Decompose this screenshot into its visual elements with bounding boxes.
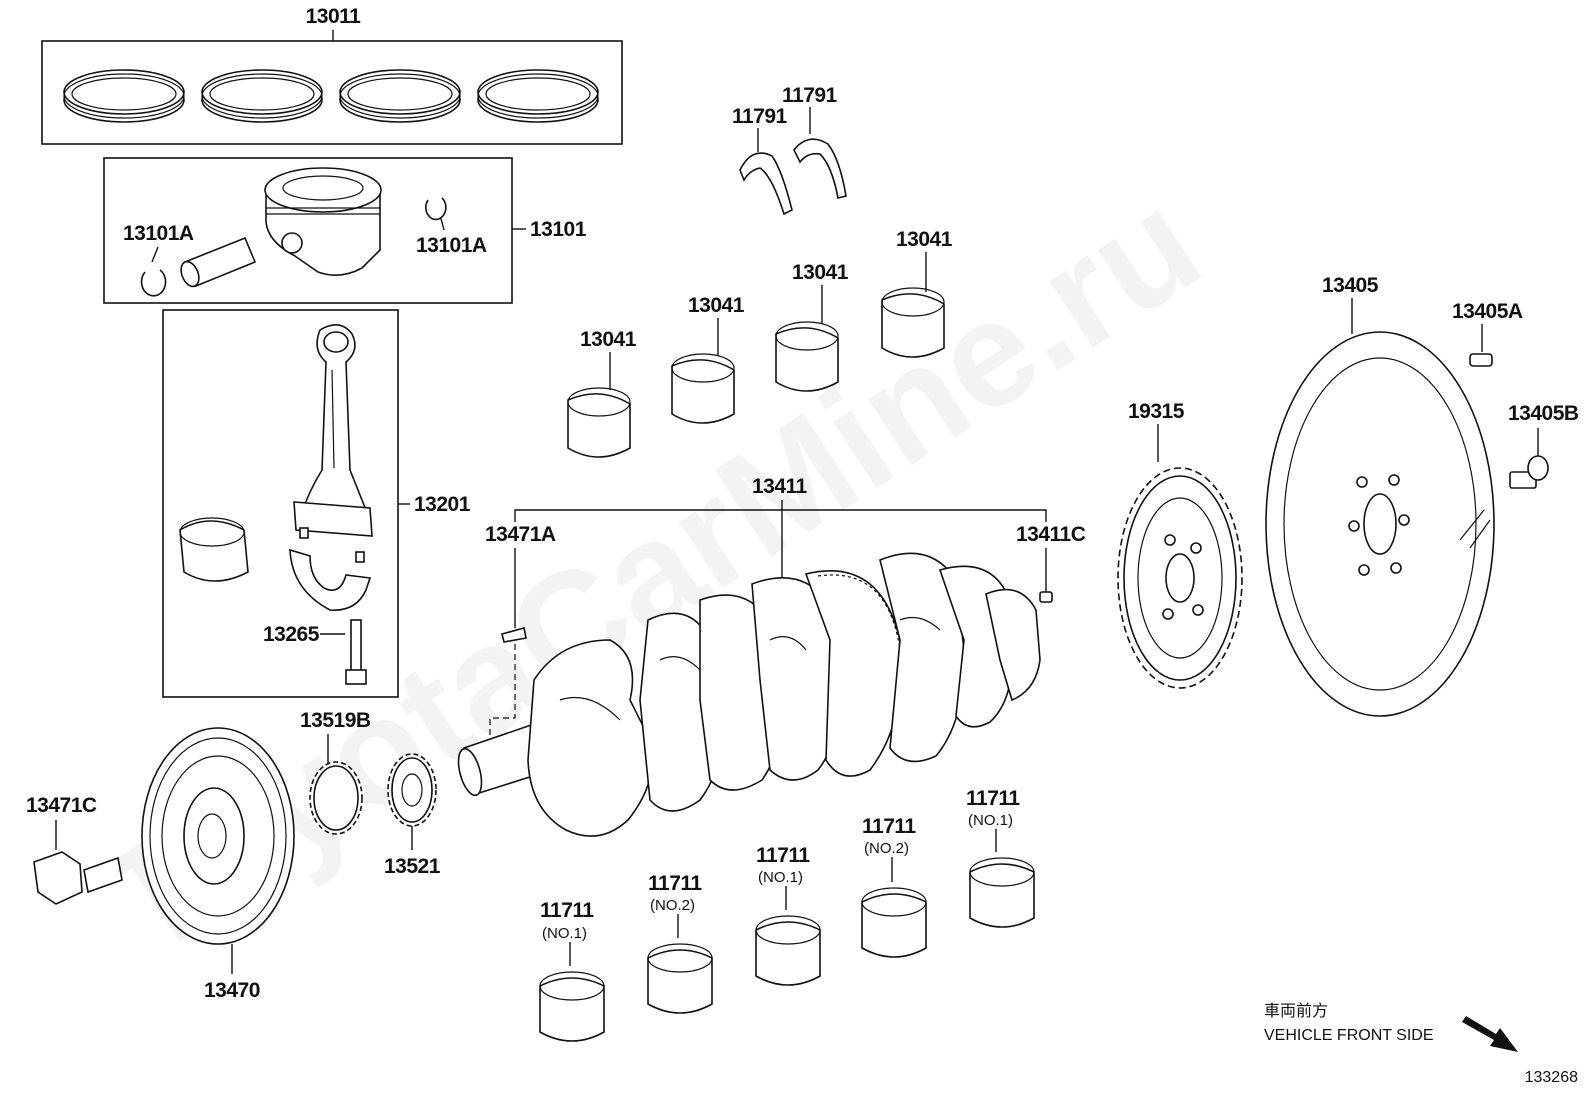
label-13101a-left: 13101A [123, 222, 194, 245]
label-13521: 13521 [384, 855, 441, 878]
thrust-washer-b-icon[interactable] [793, 138, 847, 199]
sublabel-no1-b: (NO.1) [758, 869, 803, 886]
lower-main-bearing-4-icon[interactable] [861, 887, 927, 958]
sublabel-no2-a: (NO.2) [650, 897, 695, 914]
direction-japanese: 車両前方 [1264, 1002, 1328, 1020]
piston-rings-box [41, 40, 623, 145]
label-13411c: 13411C [1016, 523, 1086, 546]
sublabel-no1-a: (NO.1) [542, 925, 587, 942]
piston-ring-set-icon[interactable] [63, 69, 599, 123]
main-bearing-3-icon[interactable] [775, 321, 839, 392]
dowel-pin-icon[interactable] [1469, 353, 1493, 367]
pulley-bolt-icon[interactable] [33, 851, 123, 905]
label-11711-3: 11711 [756, 844, 810, 867]
snap-ring-left-icon[interactable] [140, 269, 167, 297]
lower-main-bearing-1-icon[interactable] [539, 971, 605, 1042]
label-13265: 13265 [263, 623, 320, 646]
label-11791-a: 11791 [732, 105, 788, 128]
label-11791-b: 11791 [782, 84, 838, 107]
label-13471a: 13471A [485, 523, 556, 546]
crank-pin-icon[interactable] [1039, 591, 1053, 603]
connecting-rod-icon[interactable] [289, 324, 373, 611]
lower-main-bearing-3-icon[interactable] [755, 915, 821, 986]
drive-plate-bolt-icon[interactable] [1509, 455, 1549, 489]
sensor-rotor-icon[interactable] [1117, 467, 1243, 689]
diagram-id: 133268 [1525, 1069, 1578, 1086]
crankshaft-timing-gear-icon[interactable] [309, 761, 363, 835]
label-13201: 13201 [414, 493, 471, 516]
label-13519b: 13519B [300, 709, 371, 732]
label-11711-1: 11711 [540, 899, 594, 922]
lower-main-bearing-2-icon[interactable] [647, 943, 713, 1014]
conrod-bolt-icon[interactable] [345, 619, 367, 685]
sublabel-no2-b: (NO.2) [864, 840, 909, 857]
label-11711-2: 11711 [648, 872, 702, 895]
thrust-washer-a-icon[interactable] [739, 152, 793, 216]
drive-plate-icon[interactable] [1265, 331, 1495, 717]
oil-pump-drive-gear-icon[interactable] [387, 753, 437, 827]
main-bearing-2-icon[interactable] [671, 353, 735, 424]
piston-box [103, 157, 513, 304]
direction-english: VEHICLE FRONT SIDE [1264, 1027, 1434, 1044]
crank-pulley-icon[interactable] [141, 727, 295, 945]
conrod-bearing-icon[interactable] [179, 517, 249, 582]
label-13405a: 13405A [1452, 300, 1523, 323]
label-13101: 13101 [530, 218, 587, 241]
label-11711-5: 11711 [966, 787, 1020, 810]
label-13041-1: 13041 [580, 328, 637, 351]
label-13041-4: 13041 [896, 228, 953, 251]
label-13011: 13011 [306, 5, 362, 28]
label-13041-3: 13041 [792, 261, 849, 284]
label-13470: 13470 [204, 979, 260, 1002]
piston-icon[interactable] [264, 167, 382, 276]
woodruff-key-icon[interactable] [501, 627, 527, 643]
main-bearing-1-icon[interactable] [567, 387, 631, 458]
crankshaft-icon[interactable] [454, 552, 1041, 837]
front-direction-arrow-icon [1462, 1016, 1518, 1052]
label-11711-4: 11711 [862, 815, 916, 838]
label-13041-2: 13041 [688, 294, 745, 317]
label-13405b: 13405B [1508, 402, 1579, 425]
label-13471c: 13471C [26, 794, 97, 817]
sublabel-no1-c: (NO.1) [968, 812, 1013, 829]
snap-ring-right-icon[interactable] [425, 197, 447, 221]
label-13101a-right: 13101A [416, 234, 487, 257]
piston-pin-icon[interactable] [178, 236, 257, 289]
main-bearing-4-icon[interactable] [881, 287, 945, 358]
lower-main-bearing-5-icon[interactable] [969, 857, 1035, 928]
label-13411: 13411 [752, 475, 808, 498]
label-19315: 19315 [1128, 400, 1185, 423]
label-13405: 13405 [1322, 274, 1379, 297]
